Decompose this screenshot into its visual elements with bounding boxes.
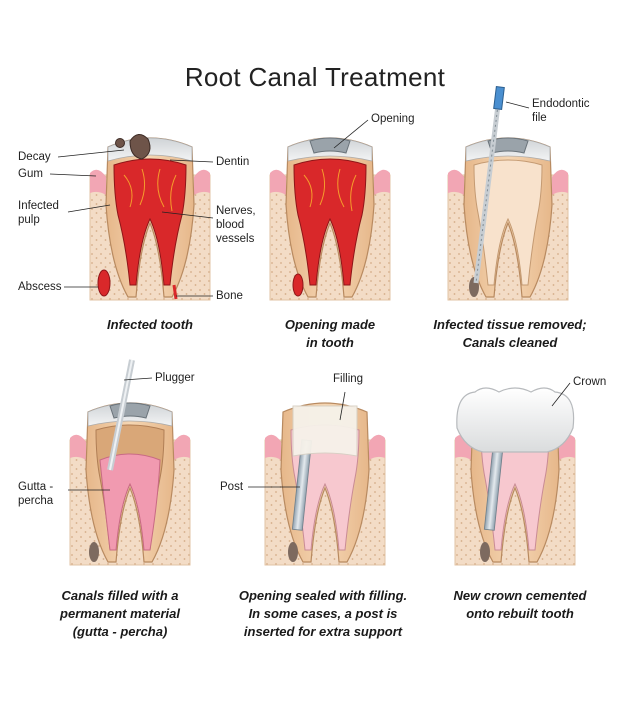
page-title: Root Canal Treatment	[184, 62, 446, 92]
label-infected-pulp-line2: pulp	[18, 214, 40, 226]
label-nerves-line1: Nerves,	[216, 205, 256, 217]
label-infected-pulp-line1: Infected	[18, 200, 59, 212]
label-post: Post	[220, 481, 244, 493]
label-gutta-line1: Gutta -	[18, 481, 54, 493]
panel-sealed-filling	[264, 402, 386, 566]
caption-6-line1: New crown cemented	[453, 588, 587, 603]
caption-new-crown: New crown cemented onto rebuilt tooth	[425, 587, 615, 623]
label-bone: Bone	[216, 290, 243, 302]
label-nerves: Nerves, blood vessels	[216, 204, 256, 246]
label-opening: Opening	[371, 113, 415, 125]
caption-5-line3: inserted for extra support	[243, 624, 403, 639]
caption-2-line2: in tooth	[306, 335, 354, 350]
caption-1-line1: Infected tooth	[107, 317, 193, 332]
label-crown: Crown	[573, 376, 607, 388]
label-gutta-percha: Gutta - percha	[18, 480, 53, 508]
label-endodontic-file: Endodontic file	[532, 97, 590, 125]
caption-canals-filled: Canals filled with a permanent material …	[30, 587, 210, 641]
caption-sealed-filling: Opening sealed with filling. In some cas…	[218, 587, 428, 641]
caption-5-line1: Opening sealed with filling.	[238, 588, 408, 603]
leader-lines	[49, 101, 571, 491]
caption-5-line2: In some cases, a post is	[248, 606, 398, 621]
label-gum: Gum	[18, 168, 43, 180]
label-endodontic-line1: Endodontic	[532, 98, 590, 110]
label-filling: Filling	[333, 373, 364, 385]
panel-infected-tooth	[89, 134, 211, 301]
label-nerves-line2: blood	[216, 219, 245, 231]
caption-4-line3: (gutta - percha)	[72, 624, 168, 639]
label-abscess: Abscess	[18, 281, 62, 293]
caption-3-line1: Infected tissue removed;	[433, 317, 587, 332]
label-decay: Decay	[18, 151, 51, 163]
caption-4-line1: Canals filled with a	[61, 588, 179, 603]
panel-canals-cleaned	[447, 86, 569, 301]
label-nerves-line3: vessels	[216, 233, 255, 245]
panel-new-crown	[454, 387, 576, 566]
caption-6-line2: onto rebuilt tooth	[466, 606, 574, 621]
label-dentin: Dentin	[216, 156, 250, 168]
label-endodontic-line2: file	[532, 112, 547, 124]
caption-4-line2: permanent material	[60, 606, 180, 621]
caption-opening-made: Opening made in tooth	[240, 316, 420, 352]
label-gutta-line2: percha	[18, 495, 54, 507]
caption-infected-tooth: Infected tooth	[60, 316, 240, 334]
panel-canals-filled	[69, 359, 191, 566]
label-plugger: Plugger	[155, 372, 195, 384]
caption-canals-cleaned: Infected tissue removed; Canals cleaned	[410, 316, 610, 352]
caption-3-line2: Canals cleaned	[462, 335, 558, 350]
panel-opening-made	[269, 137, 391, 301]
caption-2-line1: Opening made	[284, 317, 376, 332]
label-infected-pulp: Infected pulp	[18, 199, 59, 227]
